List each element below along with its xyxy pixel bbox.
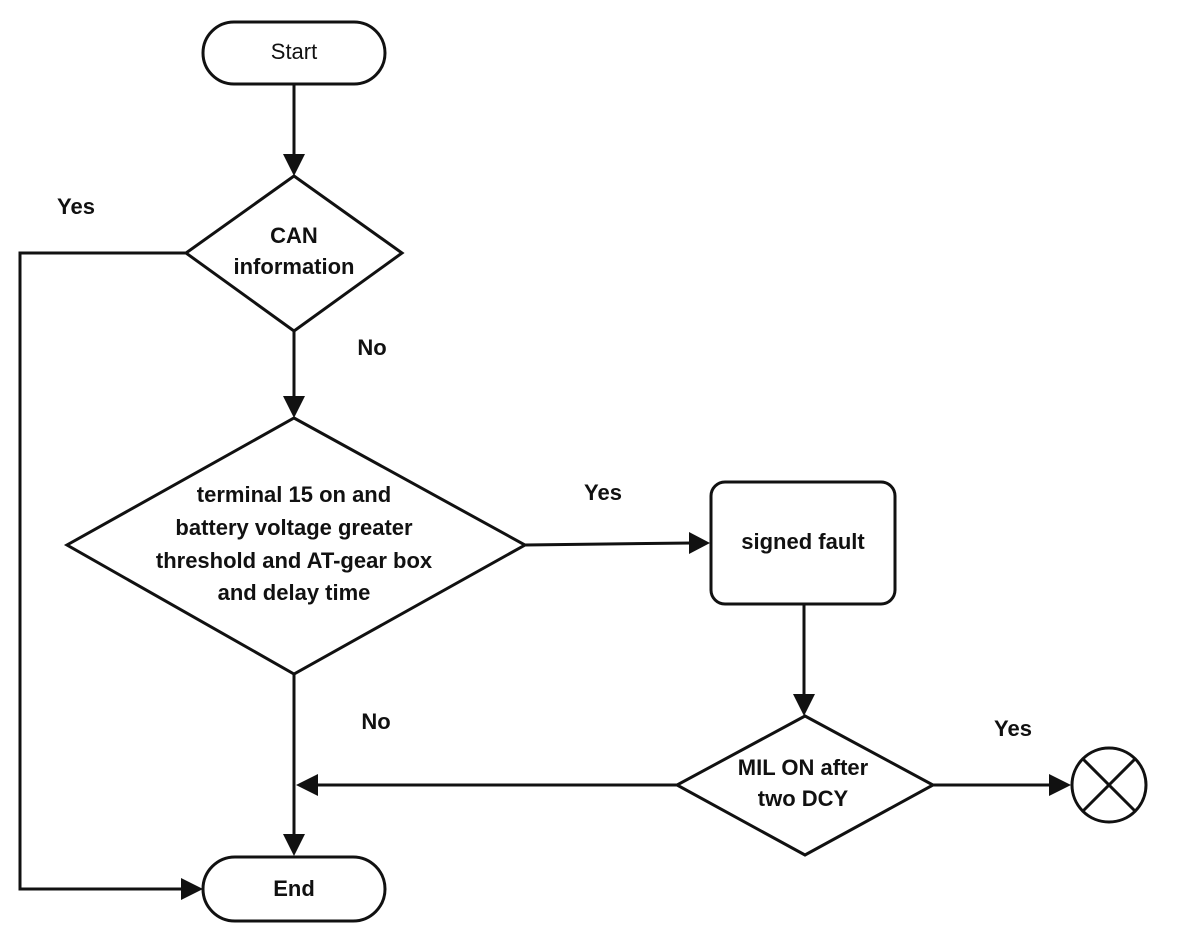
end-label: End xyxy=(273,876,315,901)
can-decision-node: CAN information xyxy=(183,174,405,333)
arrowhead-can-yes-to-end xyxy=(181,878,203,900)
mil-decision-diamond xyxy=(673,714,937,857)
mil-label-line-2: two DCY xyxy=(758,786,849,811)
arrowhead-condition-no-to-end xyxy=(283,834,305,856)
end-terminator xyxy=(201,855,387,923)
condition-no-label: No xyxy=(361,709,390,734)
mil-label-line-1: MIL ON after xyxy=(738,755,869,780)
condition-yes-label: Yes xyxy=(584,480,622,505)
arrowhead-condition-to-fault xyxy=(689,532,710,554)
start-terminator xyxy=(201,20,387,86)
edge-labels: Yes No Yes No Yes xyxy=(57,194,1032,741)
condition-label-line-3: threshold and AT-gear box xyxy=(156,548,433,573)
can-yes-label: Yes xyxy=(57,194,95,219)
can-label-line-1: CAN xyxy=(270,223,318,248)
can-label-line-2: information xyxy=(234,254,355,279)
edge-can-yes-to-end xyxy=(18,251,186,891)
condition-decision-node: terminal 15 on and battery voltage great… xyxy=(63,416,529,676)
connectors xyxy=(18,84,1071,900)
arrowhead-mil-no-to-end xyxy=(296,774,318,796)
edge-condition-to-fault xyxy=(524,541,693,547)
mil-yes-label: Yes xyxy=(994,716,1032,741)
can-decision-diamond xyxy=(183,174,405,333)
condition-label-line-1: terminal 15 on and xyxy=(197,482,391,507)
signed-fault-label: signed fault xyxy=(741,529,865,554)
signed-fault-box xyxy=(709,480,897,606)
start-node: Start xyxy=(201,20,387,86)
mil-decision-node: MIL ON after two DCY xyxy=(673,714,937,857)
condition-label-line-2: battery voltage greater xyxy=(175,515,413,540)
start-label: Start xyxy=(271,39,317,64)
condition-decision-diamond xyxy=(63,416,529,676)
arrowhead-fault-to-mil xyxy=(793,694,815,716)
end-node: End xyxy=(201,855,387,923)
signed-fault-node: signed fault xyxy=(709,480,897,606)
x-circle-icon xyxy=(1070,746,1148,824)
arrowhead-can-to-condition xyxy=(283,396,305,418)
arrowhead-mil-yes-to-lamp xyxy=(1049,774,1071,796)
condition-label-line-4: and delay time xyxy=(218,580,371,605)
can-no-label: No xyxy=(357,335,386,360)
lamp-cross-2 xyxy=(1081,757,1137,813)
arrowhead-start-to-can xyxy=(283,154,305,176)
